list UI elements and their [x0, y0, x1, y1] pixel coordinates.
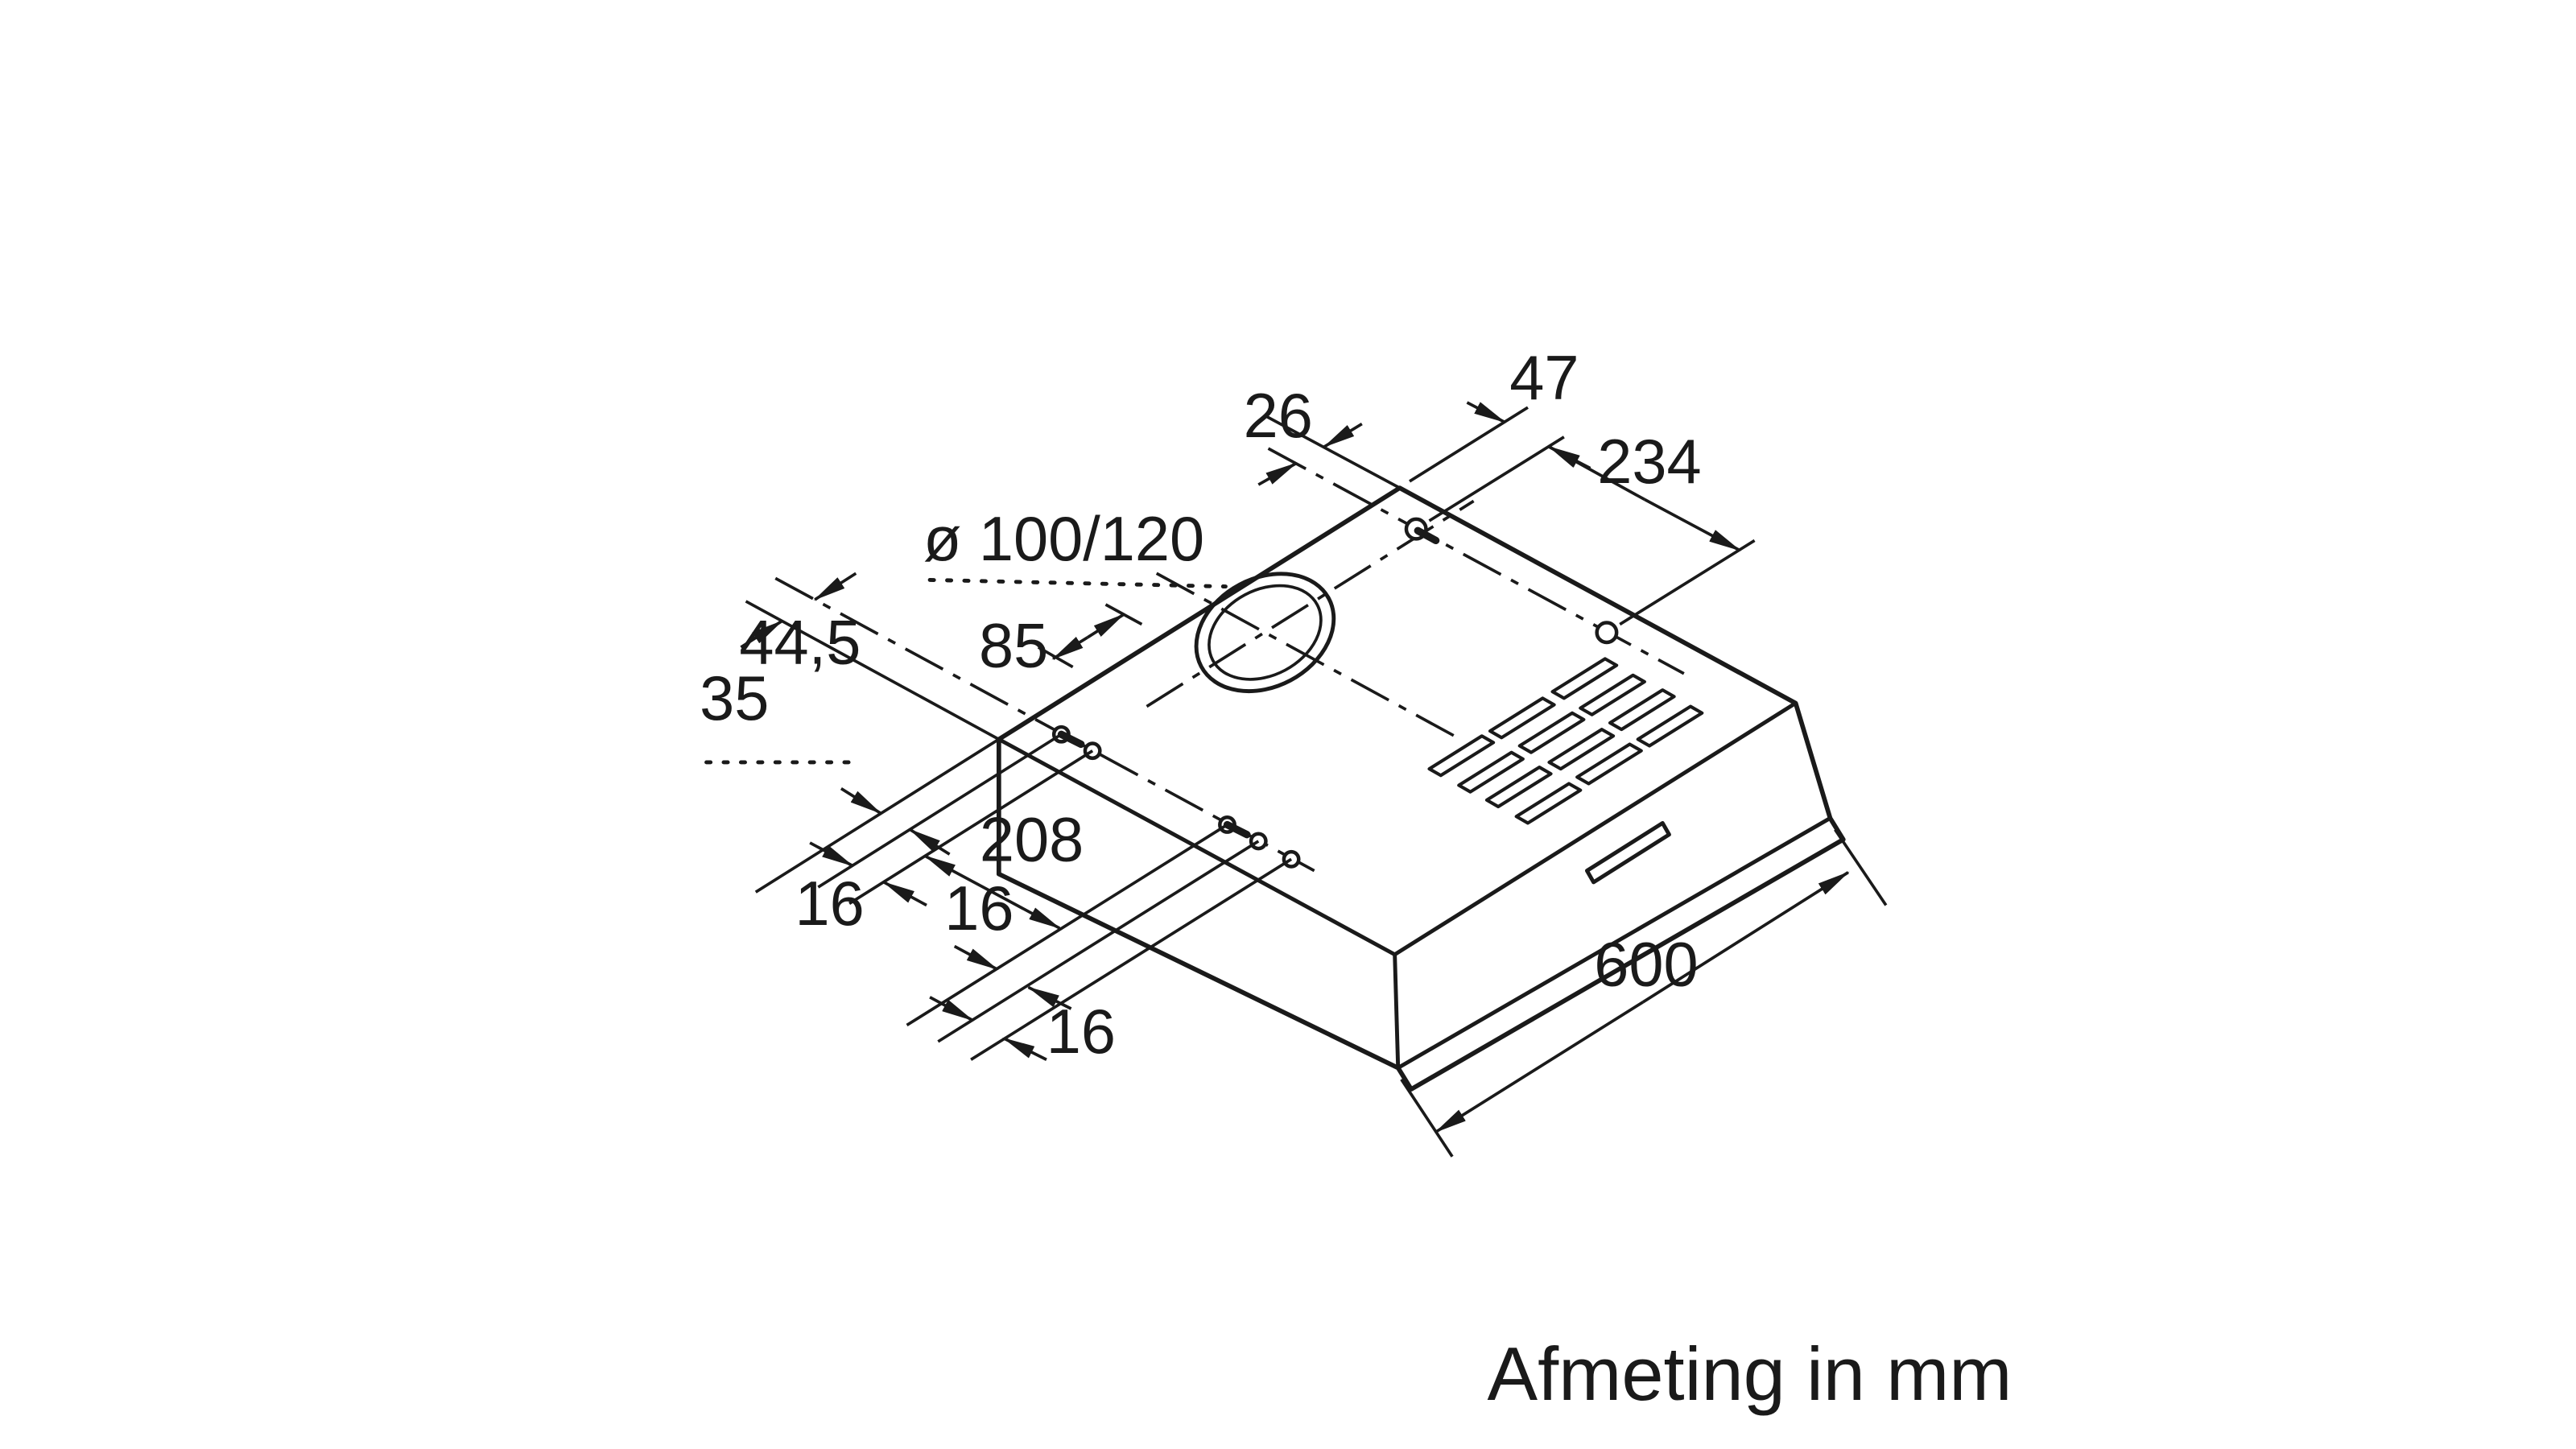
visor-edge: [1397, 816, 1831, 1070]
dim-16-arrow: [882, 881, 927, 907]
dim-16-label-2: 16: [944, 874, 1013, 943]
grille-slat: [1547, 728, 1616, 771]
dim-208-label: 208: [980, 805, 1084, 874]
front-hole-3-slot: [1223, 820, 1251, 839]
vent-opening: [1194, 572, 1336, 694]
ext-line: [745, 600, 1000, 741]
grille-slat: [1488, 696, 1556, 740]
dim-47-arrow: [1466, 401, 1507, 424]
dim-35-arrow: [840, 787, 882, 815]
front-hole-4: [1249, 832, 1268, 851]
left-slope-edge: [1393, 954, 1401, 1068]
dim-44-5-arrow: [740, 619, 784, 649]
dim-16-arrow: [809, 841, 854, 868]
ext-line: [817, 733, 1063, 889]
grille-slat: [1575, 742, 1643, 786]
ext-line: [754, 737, 1000, 894]
grille-slat: [1517, 711, 1586, 754]
grille-slat: [1514, 782, 1583, 825]
diameter-leader: [927, 577, 1228, 589]
grille-slat: [1457, 750, 1525, 794]
dim-600-arrow: [1434, 1001, 1644, 1133]
grille-slat: [1550, 657, 1619, 700]
handle-bar: [1584, 821, 1671, 885]
dim-16-label-1: 16: [795, 869, 864, 939]
hood-outline: [996, 485, 1846, 1092]
dim-16-label-3: 16: [1046, 997, 1116, 1067]
centerline-vent-depth: [1155, 572, 1462, 741]
front-hole-1-slot: [1057, 730, 1085, 749]
dim-234-label: 234: [1597, 427, 1701, 497]
dim-16-arrow: [1026, 985, 1072, 1010]
slope-fold-edge: [1393, 701, 1797, 956]
dim-26-label: 26: [1244, 382, 1313, 451]
dim-44-5-arrow: [813, 572, 857, 601]
keyhole-rear-left-slot: [1414, 526, 1440, 545]
dim-26-arrow: [1257, 461, 1298, 486]
dim-16-arrow: [1002, 1037, 1047, 1061]
dim-208-arrow: [923, 854, 993, 894]
dim-85-arrow: [1051, 636, 1088, 660]
ext-line: [906, 823, 1228, 1027]
dim-16-arrow: [929, 996, 974, 1022]
grille-slat: [1636, 704, 1704, 748]
dim-47-label: 47: [1509, 344, 1579, 413]
dim-44-5-label: 44,5: [739, 608, 861, 677]
dim-35-arrow: [908, 828, 951, 856]
dim-600-label: 600: [1594, 930, 1698, 999]
dim-35-label: 35: [700, 664, 769, 733]
ext-line: [848, 749, 1094, 906]
dim-16-arrow: [953, 944, 999, 971]
dim-234-arrow: [1643, 497, 1742, 552]
mounting-holes: [1051, 517, 1619, 869]
ext-line: [1264, 414, 1401, 489]
ext-line: [970, 857, 1293, 1061]
dim-85-label: 85: [979, 612, 1048, 681]
dim-26-arrow: [1323, 422, 1363, 448]
extension-lines: [745, 406, 1888, 1158]
ext-line: [937, 840, 1260, 1043]
grille-slat: [1484, 766, 1553, 809]
grille-slat: [1608, 688, 1676, 732]
centerline-front-holes: [774, 576, 1315, 873]
dim-600-arrow: [1641, 871, 1850, 1004]
dimension-labels: 47 26 234 ø 100/120 44,5 85 35 208 16 16…: [700, 344, 1702, 1067]
dim-diameter-label: ø 100/120: [923, 505, 1204, 574]
ext-line: [1400, 1078, 1454, 1158]
keyhole-rear-right: [1595, 621, 1619, 645]
dimension-lines: [740, 401, 1850, 1133]
ext-line: [1409, 406, 1529, 483]
dim-85-arrow: [1087, 613, 1125, 639]
grille-slat: [1427, 734, 1496, 778]
leader-lines: [704, 577, 1228, 765]
air-grille: [1427, 657, 1704, 825]
vent-circle-outer: [1194, 572, 1336, 694]
dim-234-arrow: [1547, 445, 1645, 502]
ext-line: [1619, 539, 1756, 626]
ext-line: [1428, 436, 1565, 522]
hood-body: [996, 485, 1846, 1092]
vent-circle-inner: [1208, 584, 1323, 681]
grille-slat: [1579, 673, 1646, 716]
dim-208-arrow: [991, 890, 1062, 930]
ext-line: [1834, 828, 1888, 906]
top-face-front-edge: [997, 737, 1396, 956]
units-caption: Afmeting in mm: [1487, 1331, 2012, 1416]
